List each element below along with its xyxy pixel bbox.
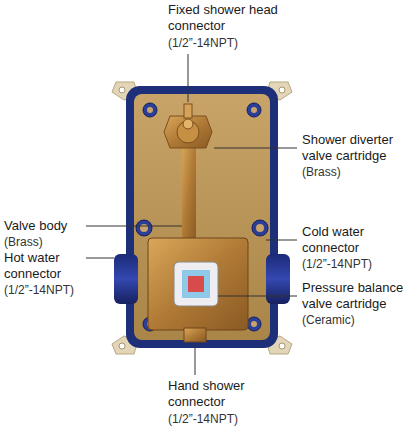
part-name: Pressure balance valve cartridge xyxy=(302,280,412,312)
stem xyxy=(182,142,196,242)
cartridge xyxy=(174,262,218,306)
part-spec: (1/2”-14NPT) xyxy=(168,412,280,426)
part-spec: (1/2”-14NPT) xyxy=(168,36,280,50)
part-name: Hand shower connector xyxy=(168,378,280,410)
part-name: Cold water connector xyxy=(302,224,412,256)
housing-back xyxy=(134,94,270,340)
part-name: Hot water connector xyxy=(4,250,84,282)
part-name: Valve body xyxy=(4,218,84,234)
part-spec: (1/2”-14NPT) xyxy=(302,257,412,271)
leader-line xyxy=(86,54,297,375)
part-name: Fixed shower head connector xyxy=(168,2,280,34)
part-spec: (Brass) xyxy=(302,165,412,179)
hot-plug xyxy=(114,254,138,304)
mounting-ear xyxy=(112,82,292,354)
housing xyxy=(126,86,278,348)
part-spec: (Ceramic) xyxy=(302,313,412,327)
part-spec: (Brass) xyxy=(4,235,84,249)
valve-body xyxy=(148,238,248,330)
part-spec: (1/2”-14NPT) xyxy=(4,283,94,297)
diverter-body xyxy=(164,116,212,148)
part-name: Shower diverter valve cartridge xyxy=(302,132,412,164)
